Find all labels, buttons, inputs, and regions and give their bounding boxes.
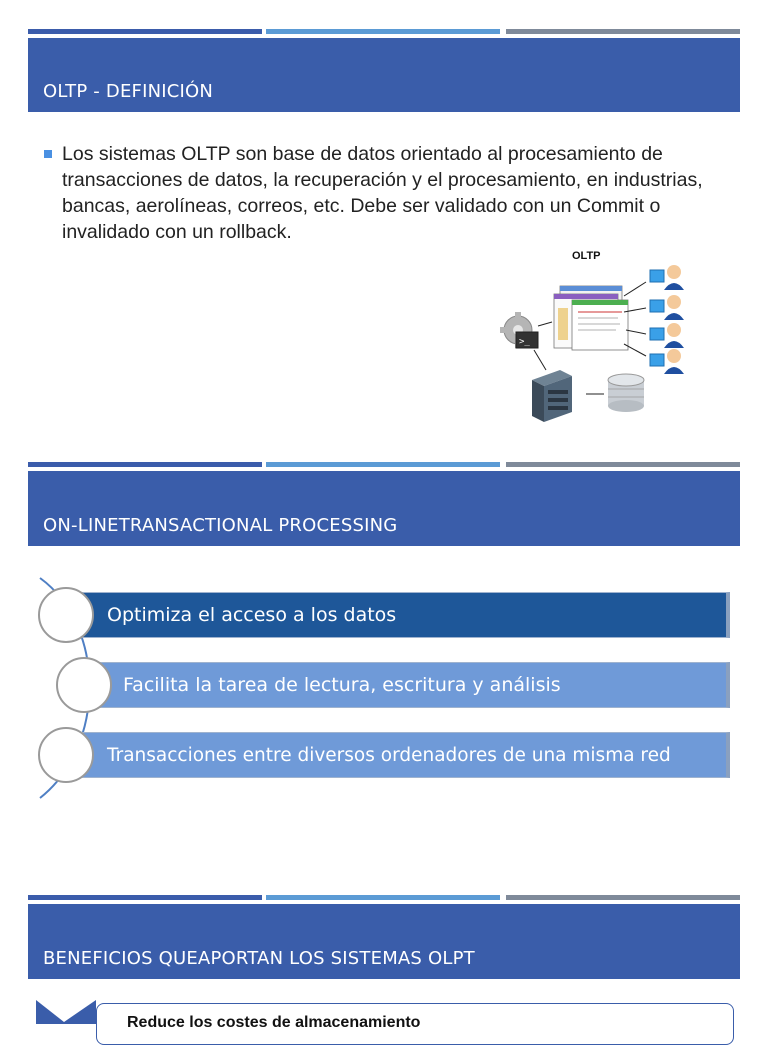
list-item: Optimiza el acceso a los datos bbox=[78, 592, 730, 638]
list-item-label: Facilita la tarea de lectura, escritura … bbox=[123, 674, 561, 696]
slide2-title: ON-LINETRANSACTIONAL PROCESSING bbox=[43, 515, 398, 536]
list-item: Facilita la tarea de lectura, escritura … bbox=[98, 662, 730, 708]
slide3-accent-bars bbox=[28, 895, 740, 901]
slide3-title: BENEFICIOS QUEAPORTAN LOS SISTEMAS OLPT bbox=[43, 948, 475, 969]
svg-text:>_: >_ bbox=[519, 337, 530, 347]
chevron-down-icon bbox=[36, 1000, 96, 1024]
user-icon bbox=[649, 265, 684, 374]
list-bullet-circle bbox=[56, 657, 112, 713]
slide1-bullet-text: Los sistemas OLTP son base de datos orie… bbox=[62, 143, 703, 243]
slide1-title-banner: OLTP - DEFINICIÓN bbox=[28, 38, 740, 112]
server-icon bbox=[532, 370, 572, 422]
database-icon bbox=[607, 373, 645, 412]
slide1-bullet: Los sistemas OLTP son base de datos orie… bbox=[44, 141, 734, 245]
list-item-label: Optimiza el acceso a los datos bbox=[107, 604, 397, 626]
list-bullet-circle bbox=[38, 587, 94, 643]
list-item: Transacciones entre diversos ordenadores… bbox=[78, 732, 730, 778]
slide2-title-banner: ON-LINETRANSACTIONAL PROCESSING bbox=[28, 471, 740, 546]
slide3-title-banner: BENEFICIOS QUEAPORTAN LOS SISTEMAS OLPT bbox=[28, 904, 740, 979]
oltp-diagram: OLTP >_ bbox=[498, 246, 698, 430]
slide2-accent-bars bbox=[28, 462, 740, 468]
feature-list: Optimiza el acceso a los datos Facilita … bbox=[36, 576, 736, 806]
list-bullet-circle bbox=[38, 727, 94, 783]
benefit-text: Reduce los costes de almacenamiento bbox=[127, 1014, 421, 1031]
benefit-box: Reduce los costes de almacenamiento bbox=[96, 1003, 734, 1045]
oltp-diagram-label: OLTP bbox=[572, 250, 601, 262]
list-item-label: Transacciones entre diversos ordenadores… bbox=[107, 744, 671, 766]
bullet-square-icon bbox=[44, 150, 52, 158]
app-windows-icon bbox=[553, 285, 629, 351]
terminal-icon: >_ bbox=[515, 331, 539, 349]
slide1-title: OLTP - DEFINICIÓN bbox=[43, 81, 214, 102]
slide1-accent-bars bbox=[28, 29, 740, 35]
